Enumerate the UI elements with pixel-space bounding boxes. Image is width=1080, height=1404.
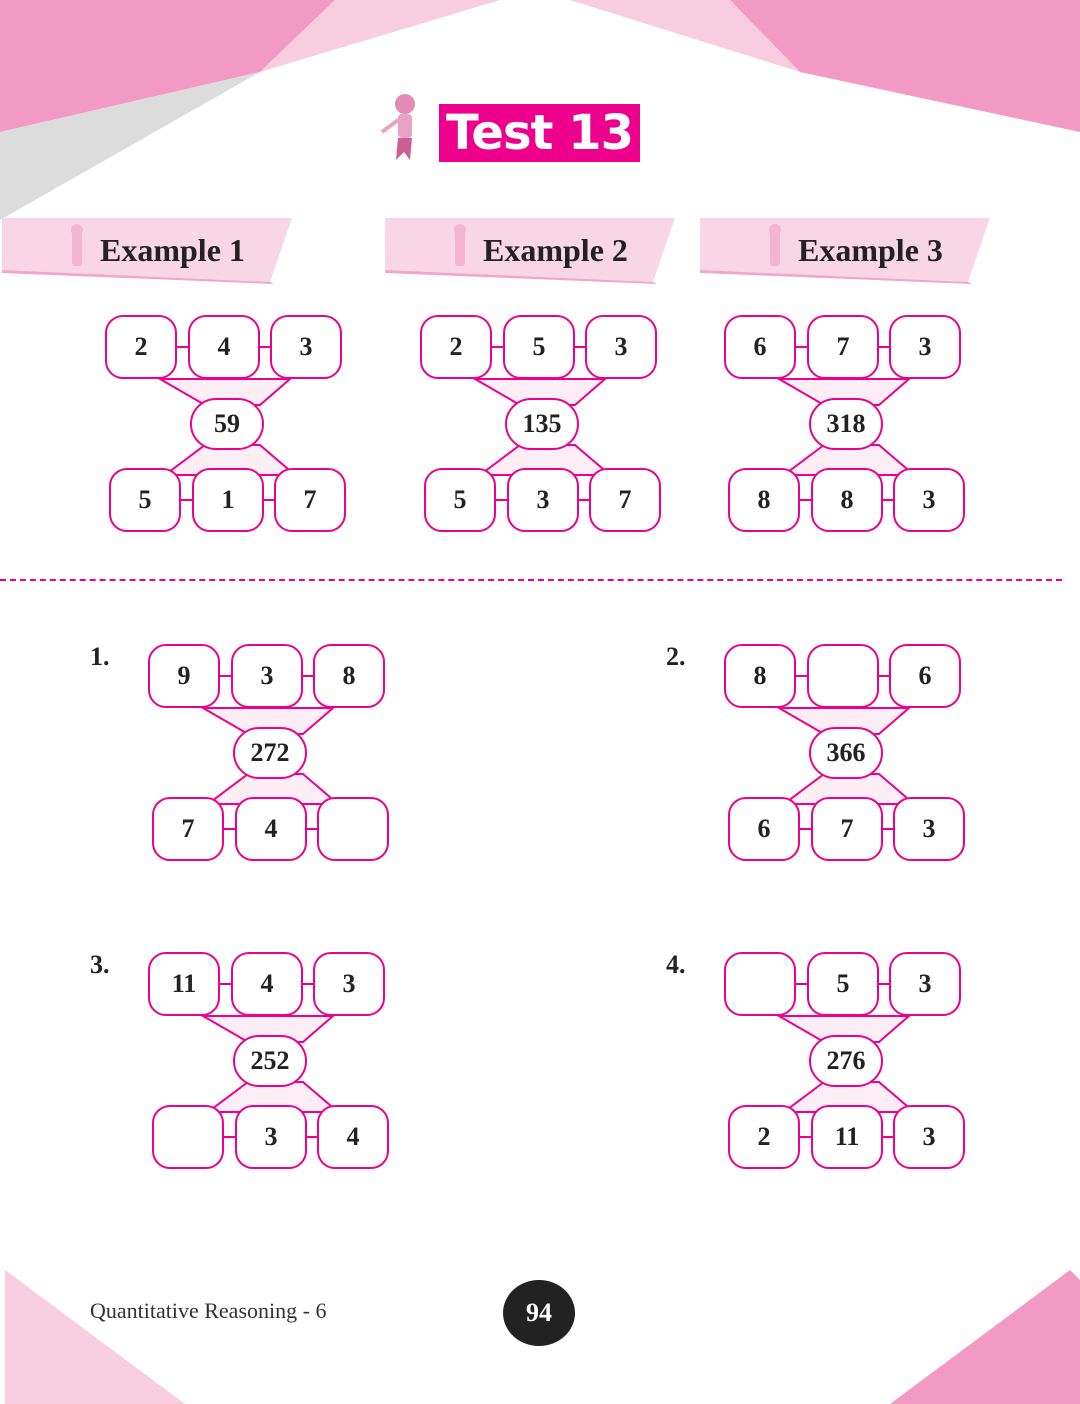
number-box-top[interactable] xyxy=(807,644,879,708)
center-number[interactable]: 366 xyxy=(809,727,883,779)
number-box-top[interactable]: 4 xyxy=(231,952,303,1016)
number-box-bottom: 5 xyxy=(424,468,496,532)
example-banner: Example 1 xyxy=(2,218,292,284)
number-box-bottom: 3 xyxy=(507,468,579,532)
center-number[interactable]: 272 xyxy=(233,727,307,779)
example-label: Example 2 xyxy=(483,231,628,268)
example-banner: Example 2 xyxy=(385,218,675,284)
example-diagram-connectors xyxy=(156,346,298,501)
number-box-top[interactable]: 3 xyxy=(313,952,385,1016)
number-box-bottom[interactable]: 4 xyxy=(235,797,307,861)
number-box-top[interactable]: 5 xyxy=(807,952,879,1016)
number-box-bottom[interactable]: 2 xyxy=(728,1105,800,1169)
pencil-mascot-icon xyxy=(71,224,83,266)
number-box-top[interactable]: 8 xyxy=(313,644,385,708)
number-box-bottom: 7 xyxy=(274,468,346,532)
center-number: 318 xyxy=(809,398,883,450)
number-box-bottom[interactable]: 3 xyxy=(893,1105,965,1169)
pencil-mascot-icon xyxy=(454,224,466,266)
number-box-bottom[interactable]: 3 xyxy=(235,1105,307,1169)
number-box-bottom[interactable]: 7 xyxy=(152,797,224,861)
number-box-bottom[interactable] xyxy=(152,1105,224,1169)
number-box-top: 6 xyxy=(724,315,796,379)
center-number: 59 xyxy=(190,398,264,450)
page-number: 94 xyxy=(503,1280,575,1346)
number-box-bottom: 8 xyxy=(728,468,800,532)
number-box-top: 2 xyxy=(105,315,177,379)
question-diagram-connectors xyxy=(775,675,917,830)
banner-shape xyxy=(2,218,292,284)
number-box-bottom[interactable] xyxy=(317,797,389,861)
number-box-top[interactable]: 6 xyxy=(889,644,961,708)
section-divider xyxy=(0,579,1062,581)
question-number: 3. xyxy=(90,950,110,979)
number-box-top[interactable]: 9 xyxy=(148,644,220,708)
footer-book-title: Quantitative Reasoning - 6 xyxy=(90,1298,327,1323)
center-number: 135 xyxy=(505,398,579,450)
number-box-top: 2 xyxy=(420,315,492,379)
number-box-bottom[interactable]: 6 xyxy=(728,797,800,861)
question-diagram-connectors xyxy=(199,983,341,1138)
question-diagram-connectors xyxy=(199,675,341,830)
example-label: Example 3 xyxy=(798,231,943,268)
number-box-bottom: 7 xyxy=(589,468,661,532)
page-title: Test 13 xyxy=(439,104,640,162)
number-box-bottom: 3 xyxy=(893,468,965,532)
number-box-top[interactable] xyxy=(724,952,796,1016)
number-box-top[interactable]: 3 xyxy=(889,952,961,1016)
example-label: Example 1 xyxy=(100,231,245,268)
banner-shape xyxy=(385,218,675,284)
center-number[interactable]: 276 xyxy=(809,1035,883,1087)
banner-shape xyxy=(700,218,990,284)
number-box-bottom[interactable]: 11 xyxy=(811,1105,883,1169)
number-box-top: 3 xyxy=(270,315,342,379)
pencil-mascot-icon xyxy=(769,224,781,266)
question-number: 2. xyxy=(666,642,686,671)
number-box-bottom: 5 xyxy=(109,468,181,532)
center-number[interactable]: 252 xyxy=(233,1035,307,1087)
number-box-top: 3 xyxy=(889,315,961,379)
number-box-top[interactable]: 3 xyxy=(231,644,303,708)
number-box-top: 7 xyxy=(807,315,879,379)
number-box-bottom[interactable]: 3 xyxy=(893,797,965,861)
number-box-top[interactable]: 11 xyxy=(148,952,220,1016)
number-box-top: 4 xyxy=(188,315,260,379)
number-box-top[interactable]: 8 xyxy=(724,644,796,708)
girl-mascot-icon xyxy=(380,94,415,160)
number-box-bottom[interactable]: 4 xyxy=(317,1105,389,1169)
question-number: 1. xyxy=(90,642,110,671)
question-diagram-connectors xyxy=(775,983,917,1138)
number-box-top: 5 xyxy=(503,315,575,379)
example-banner: Example 3 xyxy=(700,218,990,284)
number-box-bottom: 1 xyxy=(192,468,264,532)
question-number: 4. xyxy=(666,950,686,979)
number-box-top: 3 xyxy=(585,315,657,379)
number-box-bottom[interactable]: 7 xyxy=(811,797,883,861)
number-box-bottom: 8 xyxy=(811,468,883,532)
example-diagram-connectors xyxy=(471,346,613,501)
